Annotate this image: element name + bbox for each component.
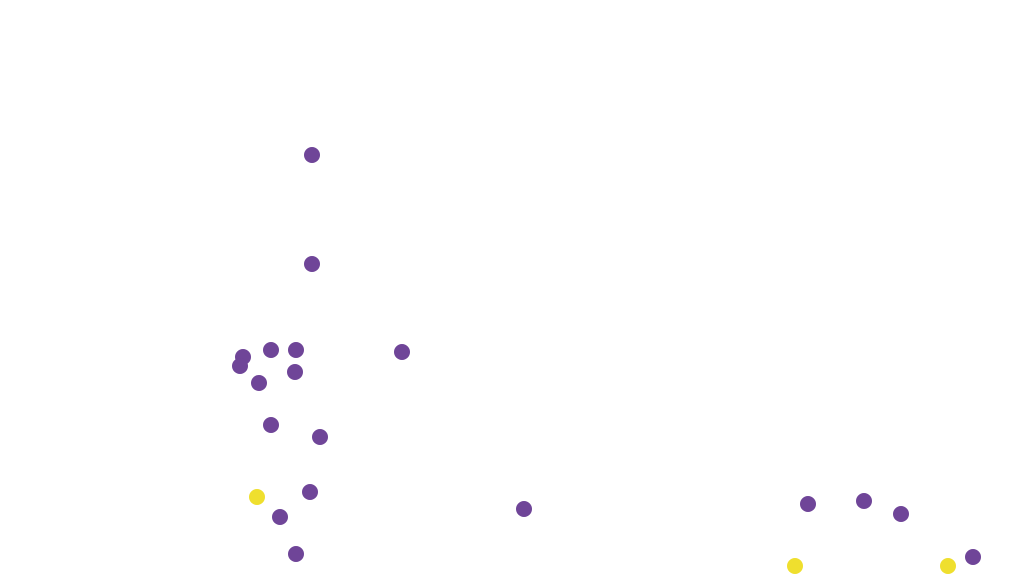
data-point-series-0-8 bbox=[394, 344, 410, 360]
data-point-series-0-0 bbox=[304, 147, 320, 163]
data-point-series-0-17 bbox=[893, 506, 909, 522]
data-point-series-0-1 bbox=[304, 256, 320, 272]
data-point-series-0-10 bbox=[312, 429, 328, 445]
data-point-series-1-0 bbox=[249, 489, 265, 505]
data-point-series-0-4 bbox=[288, 342, 304, 358]
data-point-series-0-6 bbox=[287, 364, 303, 380]
data-point-series-0-11 bbox=[302, 484, 318, 500]
data-point-series-0-3 bbox=[263, 342, 279, 358]
data-point-series-0-13 bbox=[288, 546, 304, 562]
points-layer bbox=[232, 147, 981, 574]
data-point-series-1-1 bbox=[787, 558, 803, 574]
data-point-series-0-12 bbox=[272, 509, 288, 525]
data-point-series-0-14 bbox=[516, 501, 532, 517]
data-point-series-0-16 bbox=[856, 493, 872, 509]
data-point-series-1-2 bbox=[940, 558, 956, 574]
data-point-series-0-18 bbox=[965, 549, 981, 565]
data-point-series-0-7 bbox=[251, 375, 267, 391]
data-point-series-0-9 bbox=[263, 417, 279, 433]
data-point-series-0-15 bbox=[800, 496, 816, 512]
data-point-series-0-5 bbox=[232, 358, 248, 374]
